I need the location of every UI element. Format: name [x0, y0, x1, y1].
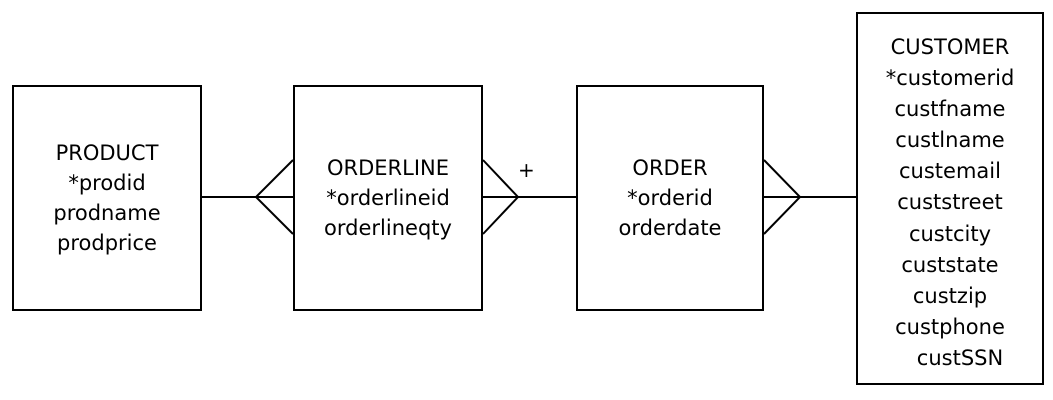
entity-attribute: custzip	[912, 283, 988, 308]
entity-attribute: *customerid	[885, 66, 1015, 91]
entity-attribute: orderlineqty	[324, 216, 452, 240]
entity-attribute: *orderlineid	[326, 186, 450, 210]
product-entity: PRODUCT *prodid prodname prodprice	[12, 85, 202, 311]
entity-title: ORDER	[632, 156, 708, 180]
entity-attribute: custSSN	[916, 345, 1004, 370]
order-entity: ORDER *orderid orderdate	[576, 85, 764, 311]
entity-attribute: custstate	[901, 252, 999, 277]
entity-attribute: prodname	[53, 201, 161, 225]
entity-title: PRODUCT	[55, 141, 159, 165]
relationship-label: +	[518, 158, 535, 182]
entity-attribute: custphone	[895, 314, 1005, 339]
entity-attribute: custlname	[895, 128, 1005, 153]
orderline-entity: ORDERLINE *orderlineid orderlineqty	[293, 85, 483, 311]
entity-attribute: *prodid	[68, 171, 146, 195]
entity-attribute: custcity	[908, 221, 992, 246]
entity-title: ORDERLINE	[326, 156, 450, 180]
customer-entity: CUSTOMER *customerid custfname custlname…	[856, 12, 1044, 385]
entity-attribute: *orderid	[627, 186, 713, 210]
entity-title: CUSTOMER	[890, 35, 1010, 59]
entity-attribute: custstreet	[897, 190, 1003, 215]
entity-attribute: custemail	[899, 159, 1001, 184]
entity-attribute: custfname	[894, 97, 1006, 122]
entity-attribute: orderdate	[618, 216, 722, 240]
entity-attribute: prodprice	[57, 231, 157, 255]
